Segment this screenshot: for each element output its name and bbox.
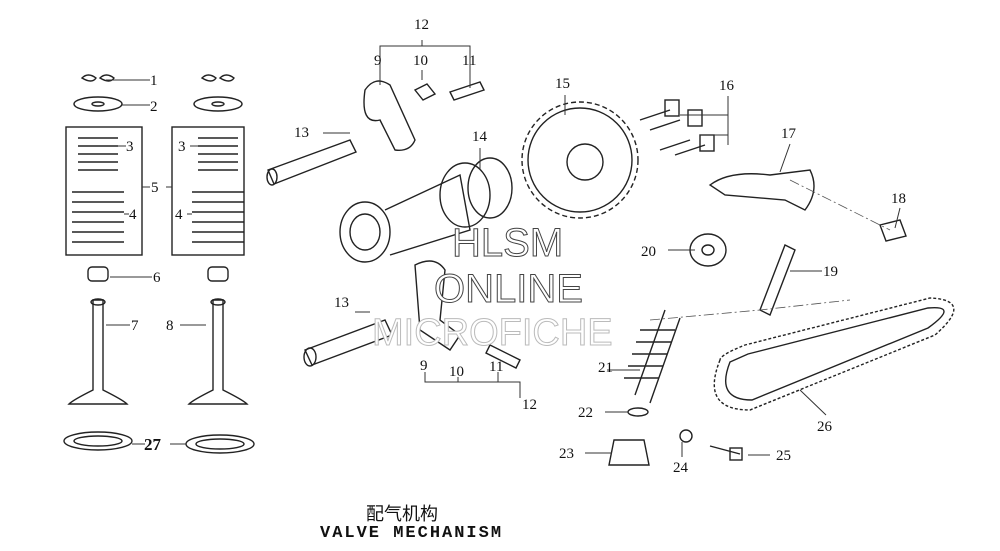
callout: 14 xyxy=(472,129,488,145)
title-chinese: 配气机构 xyxy=(366,504,438,525)
callout: 4 xyxy=(129,207,137,223)
callout: 13 xyxy=(294,125,309,141)
callout: 23 xyxy=(559,446,574,462)
callout: 9 xyxy=(420,358,428,374)
callout: 10 xyxy=(449,364,464,380)
leader-lines xyxy=(106,40,901,457)
pin-19 xyxy=(759,244,796,316)
callout: 16 xyxy=(719,78,735,94)
callout: 8 xyxy=(166,318,174,334)
callout-labels: 1 2 3 3 5 4 4 6 7 8 27 12 9 10 11 13 14 … xyxy=(126,17,906,476)
title-english: VALVE MECHANISM xyxy=(320,524,504,543)
callout: 2 xyxy=(150,99,158,115)
callout: 11 xyxy=(462,53,476,69)
watermark-line: HLSM xyxy=(452,221,563,265)
callout: 12 xyxy=(522,397,537,413)
callout: 21 xyxy=(598,360,613,376)
callout: 24 xyxy=(673,460,689,476)
callout: 11 xyxy=(489,359,503,375)
camshaft xyxy=(339,157,513,263)
timing-chain xyxy=(713,297,955,411)
tensioner-arm xyxy=(708,169,907,242)
callout: 17 xyxy=(781,126,797,142)
callout: 13 xyxy=(334,295,349,311)
callout: 3 xyxy=(126,139,134,155)
callout: 7 xyxy=(131,318,139,334)
callout: 15 xyxy=(555,76,570,92)
bolts-16 xyxy=(639,99,715,156)
callout: 3 xyxy=(178,139,186,155)
watermark-line: MICROFICHE xyxy=(372,312,613,354)
callout: 10 xyxy=(413,53,428,69)
cam-sprocket xyxy=(521,101,639,219)
callout: 5 xyxy=(151,180,159,196)
callout: 18 xyxy=(891,191,906,207)
callout: 25 xyxy=(776,448,791,464)
callout: 6 xyxy=(153,270,161,286)
callout: 9 xyxy=(374,53,382,69)
callout: 19 xyxy=(823,264,838,280)
valve-assembly-right xyxy=(171,74,255,454)
callout: 26 xyxy=(817,419,833,435)
guide-roller xyxy=(689,233,727,267)
callout: 27 xyxy=(144,435,162,454)
callout: 1 xyxy=(150,73,158,89)
callout: 12 xyxy=(414,17,429,33)
valve-assembly-left xyxy=(63,74,143,451)
callout: 22 xyxy=(578,405,593,421)
rocker-lower xyxy=(303,260,521,369)
watermark: HLSM ONLINE MICROFICHE xyxy=(372,221,614,355)
callout: 4 xyxy=(175,207,183,223)
tensioner-spring xyxy=(608,299,851,466)
callout: 20 xyxy=(641,244,656,260)
watermark-line: ONLINE xyxy=(434,267,583,311)
